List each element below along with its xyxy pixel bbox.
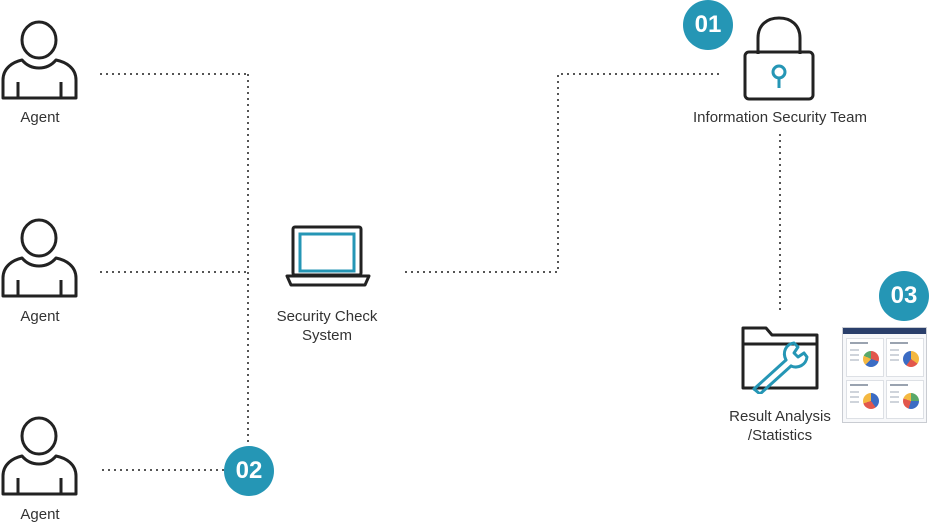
agent-label: Agent <box>20 308 60 325</box>
step-badge-02: 02 <box>224 446 274 496</box>
agent-label: Agent <box>20 506 60 523</box>
padlock-icon <box>743 16 815 101</box>
connector-system-team <box>405 73 720 273</box>
security-team-label: Information Security Team <box>693 109 867 126</box>
report-panel <box>846 338 884 377</box>
agent-label: Agent <box>20 109 60 126</box>
folder-wrench-icon <box>741 326 819 394</box>
security-system-label-line2: System <box>301 327 352 344</box>
security-system-label-line1: Security Check <box>276 308 378 325</box>
person-icon <box>1 218 78 298</box>
report-panel <box>886 380 924 419</box>
result-label-line2: /Statistics <box>747 427 813 444</box>
report-header-bar <box>843 328 926 334</box>
report-pie-chart <box>863 351 879 367</box>
report-pie-chart <box>863 393 879 409</box>
report-dashboard-thumbnail <box>842 327 927 423</box>
laptop-icon <box>285 225 371 287</box>
result-label-line1: Result Analysis <box>729 408 831 425</box>
person-icon <box>1 20 78 100</box>
report-pie-chart <box>903 393 919 409</box>
report-panel <box>886 338 924 377</box>
step-badge-01: 01 <box>683 0 733 50</box>
report-panel <box>846 380 884 419</box>
step-badge-03: 03 <box>879 271 929 321</box>
report-pie-chart <box>903 351 919 367</box>
person-icon <box>1 416 78 496</box>
